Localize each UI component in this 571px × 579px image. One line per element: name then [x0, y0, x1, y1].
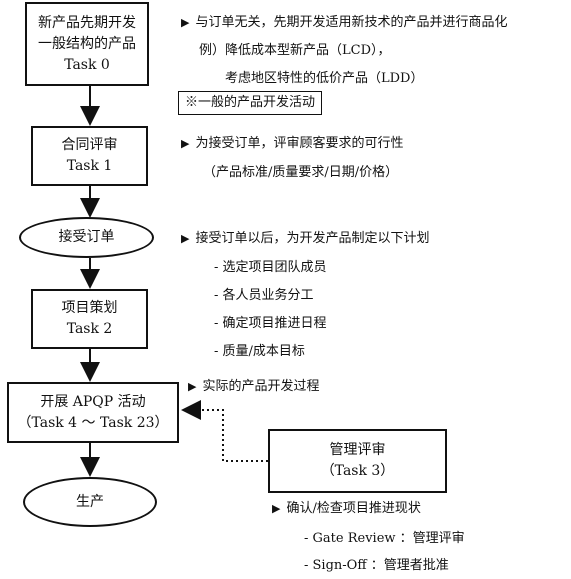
dotted-review-feedback [181, 400, 268, 462]
note1-line2: （产品标准/质量要求/日期/价格） [203, 165, 399, 180]
note2-item: - 各人员业务分工 [214, 288, 314, 303]
apqp-line2: （Task 4 ～ Task 23） [17, 414, 169, 431]
note0-line3: 考虑地区特性的低价产品（LDD） [225, 71, 424, 86]
task2-line2: Task 2 [66, 321, 113, 337]
production-label: 生产 [76, 493, 104, 510]
note3-line1: ▶ 实际的产品开发过程 [188, 378, 319, 396]
management-review-box: 管理评审 （Task 3） [268, 429, 447, 493]
note4-line1: ▶ 确认/检查项目推进现状 [272, 500, 421, 518]
task2-line1: 项目策划 [61, 300, 118, 316]
task2-box: 项目策划 Task 2 [31, 289, 148, 349]
note0-line1: ▶ 与订单无关，先期开发适用新技术的产品并进行商品化 [181, 14, 507, 32]
task0-line1: 新产品先期开发 [38, 14, 136, 31]
note1-line1: ▶ 为接受订单，评审顾客要求的可行性 [181, 135, 403, 153]
note2-line1: ▶ 接受订单以后，为开发产品制定以下计划 [181, 230, 429, 248]
task0-line3: Task 0 [64, 56, 110, 73]
note4-item: - Gate Review ：管理评审 [304, 531, 465, 546]
task1-line1: 合同评审 [61, 137, 118, 153]
triangle-bullet-icon: ▶ [188, 380, 197, 393]
accept-order-label: 接受订单 [58, 229, 115, 245]
note2-text1: 接受订单以后，为开发产品制定以下计划 [195, 231, 430, 246]
note0-text1: 与订单无关，先期开发适用新技术的产品并进行商品化 [195, 15, 508, 30]
note4-item: - Sign-Off ：管理者批准 [304, 558, 449, 573]
task0-box: 新产品先期开发 一般结构的产品 Task 0 [25, 2, 149, 86]
triangle-bullet-icon: ▶ [272, 502, 281, 515]
task0-line2: 一般结构的产品 [38, 35, 136, 52]
note2-item: - 确定项目推进日程 [214, 316, 327, 331]
accept-order-ellipse: 接受订单 [19, 217, 154, 258]
apqp-box: 开展 APQP 活动 （Task 4 ～ Task 23） [7, 382, 179, 443]
apqp-line1: 开展 APQP 活动 [40, 393, 146, 410]
review-line1: 管理评审 [329, 442, 386, 458]
note2-item: - 选定项目团队成员 [214, 260, 327, 275]
triangle-bullet-icon: ▶ [181, 232, 190, 245]
note0-boxed-label: ※一般的产品开发活动 [178, 91, 323, 115]
note1-text1: 为接受订单，评审顾客要求的可行性 [195, 136, 404, 151]
review-line2: （Task 3） [320, 463, 395, 479]
note4-text1: 确认/检查项目推进现状 [286, 501, 421, 516]
note0-line2: 例）降低成本型新产品（LCD）， [199, 43, 391, 58]
task1-box: 合同评审 Task 1 [31, 126, 148, 186]
triangle-bullet-icon: ▶ [181, 137, 190, 150]
task1-line2: Task 1 [66, 158, 113, 174]
note3-text1: 实际的产品开发过程 [202, 379, 320, 394]
note2-item: - 质量/成本目标 [214, 344, 305, 359]
triangle-bullet-icon: ▶ [181, 16, 190, 29]
production-ellipse: 生产 [23, 477, 157, 527]
